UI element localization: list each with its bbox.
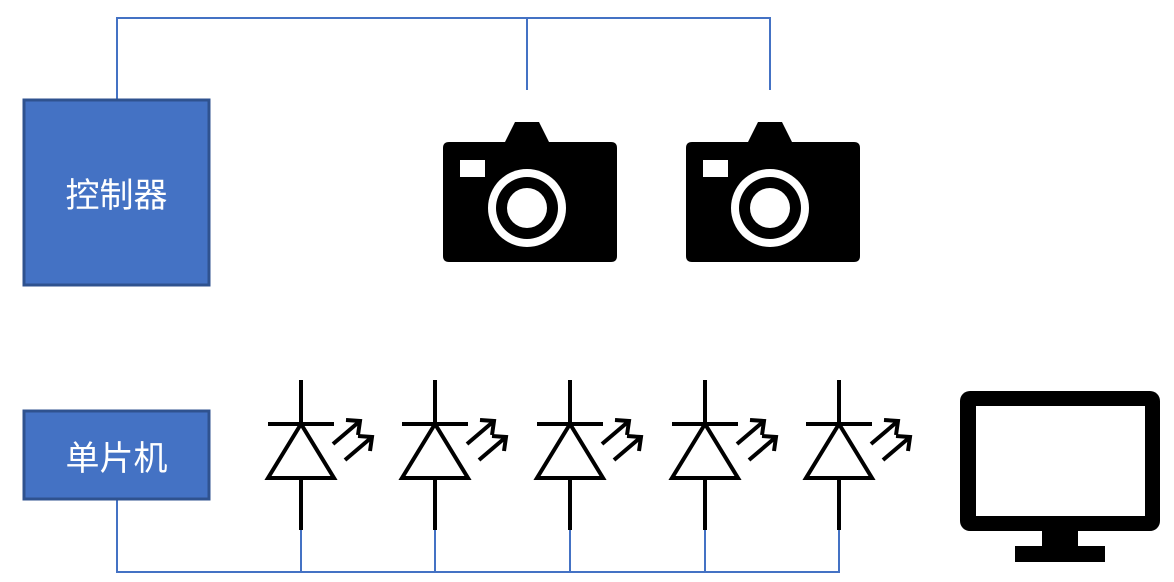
led-icon [266, 378, 374, 532]
controller-camera-wires [116, 17, 771, 100]
led-icon [535, 378, 643, 532]
monitor-icon [960, 391, 1160, 562]
led-icon [670, 378, 778, 532]
controller-box [22, 98, 211, 287]
led-icon [400, 378, 508, 532]
camera-icon [443, 122, 617, 262]
mcu-box [22, 409, 211, 501]
led-icon [804, 378, 912, 532]
mcu-led-wires [116, 500, 840, 573]
camera-icon [686, 122, 860, 262]
